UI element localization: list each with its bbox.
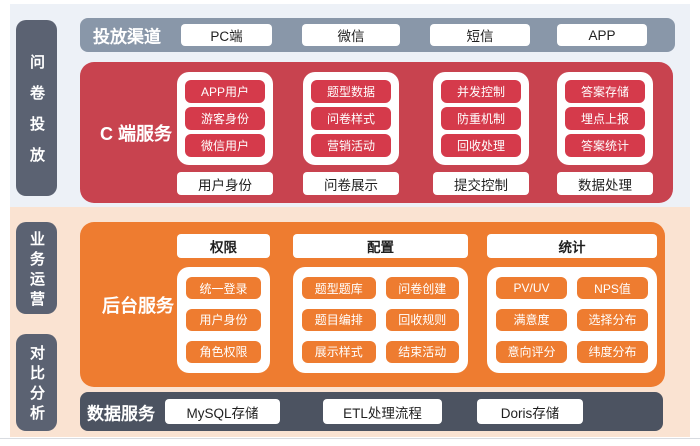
c-service-panel: C 端服务 APP用户 游客身份 微信用户 用户身份 题型数据 问卷样式 营销活… — [80, 62, 673, 203]
data-doris-storage: Doris存储 — [477, 399, 583, 424]
stage-business-operation: 业务运营 — [16, 222, 57, 314]
group-label-data-processing: 数据处理 — [557, 172, 653, 195]
backend-panel: 后台服务 权限 配置 统计 统一登录 用户身份 角色权限 题型题库 问卷创建 题… — [80, 222, 665, 387]
chip-intention-score: 意向评分 — [496, 340, 567, 363]
c-service-title: C 端服务 — [100, 123, 172, 144]
chip-role-permission: 角色权限 — [186, 340, 261, 363]
channel-wechat: 微信 — [302, 24, 400, 46]
stage-survey-delivery: 问卷投放 — [16, 20, 57, 196]
channel-app: APP — [557, 24, 647, 46]
chip-choice-distribution: 选择分布 — [577, 308, 648, 331]
chip-collection-handling: 回收处理 — [441, 134, 521, 157]
group-data-processing: 答案存储 埋点上报 答案统计 — [557, 72, 653, 165]
data-mysql-storage: MySQL存储 — [165, 399, 280, 424]
chip-wechat-user: 微信用户 — [185, 134, 265, 157]
data-etl-process: ETL处理流程 — [323, 399, 442, 424]
chip-display-style: 展示样式 — [302, 340, 376, 363]
diagram-board: 问卷投放 业务运营 对比分析 投放渠道 PC端 微信 短信 APP C 端服务 … — [10, 4, 690, 437]
data-service-title: 数据服务 — [87, 404, 155, 423]
chip-end-activity: 结束活动 — [385, 340, 459, 363]
chip-pv-uv: PV/UV — [496, 277, 567, 300]
chip-survey-style: 问卷样式 — [311, 107, 391, 130]
chip-question-bank: 题型题库 — [302, 277, 376, 300]
chip-concurrency-control: 并发控制 — [441, 80, 521, 103]
stage-comparative-analysis: 对比分析 — [16, 334, 57, 431]
chip-unified-login: 统一登录 — [186, 277, 261, 300]
group-statistics: PV/UV NPS值 满意度 选择分布 意向评分 纬度分布 — [487, 267, 657, 373]
chip-nps-value: NPS值 — [577, 277, 648, 300]
channel-bar-title: 投放渠道 — [93, 27, 161, 47]
backend-title: 后台服务 — [102, 295, 174, 316]
header-statistics: 统计 — [487, 234, 657, 258]
group-label-user-identity: 用户身份 — [177, 172, 273, 195]
chip-question-arrangement: 题目编排 — [302, 308, 376, 331]
group-label-survey-display: 问卷展示 — [303, 172, 399, 195]
chip-user-identity: 用户身份 — [186, 308, 261, 331]
chip-collection-rules: 回收规则 — [385, 308, 459, 331]
group-configuration: 题型题库 问卷创建 题目编排 回收规则 展示样式 结束活动 — [293, 267, 468, 373]
chip-tracking-report: 埋点上报 — [565, 107, 645, 130]
chip-guest-identity: 游客身份 — [185, 107, 265, 130]
header-configuration: 配置 — [293, 234, 468, 258]
group-survey-display: 题型数据 问卷样式 营销活动 — [303, 72, 399, 165]
chip-app-user: APP用户 — [185, 80, 265, 103]
channel-sms: 短信 — [430, 24, 530, 46]
chip-satisfaction: 满意度 — [496, 308, 567, 331]
group-permissions: 统一登录 用户身份 角色权限 — [177, 267, 270, 373]
header-permissions: 权限 — [177, 234, 270, 258]
chip-answer-storage: 答案存储 — [565, 80, 645, 103]
channel-bar: 投放渠道 PC端 微信 短信 APP — [80, 18, 675, 52]
chip-survey-creation: 问卷创建 — [385, 277, 459, 300]
chip-marketing-activity: 营销活动 — [311, 134, 391, 157]
chip-question-data: 题型数据 — [311, 80, 391, 103]
group-submit-control: 并发控制 防重机制 回收处理 — [433, 72, 529, 165]
chip-answer-statistics: 答案统计 — [565, 134, 645, 157]
data-service-bar: 数据服务 MySQL存储 ETL处理流程 Doris存储 — [80, 392, 663, 431]
channel-pc: PC端 — [181, 24, 272, 46]
group-user-identity: APP用户 游客身份 微信用户 — [177, 72, 273, 165]
group-label-submit-control: 提交控制 — [433, 172, 529, 195]
chip-dimension-distribution: 纬度分布 — [577, 340, 648, 363]
chip-dedup-mechanism: 防重机制 — [441, 107, 521, 130]
window-edge-divider — [0, 438, 700, 439]
